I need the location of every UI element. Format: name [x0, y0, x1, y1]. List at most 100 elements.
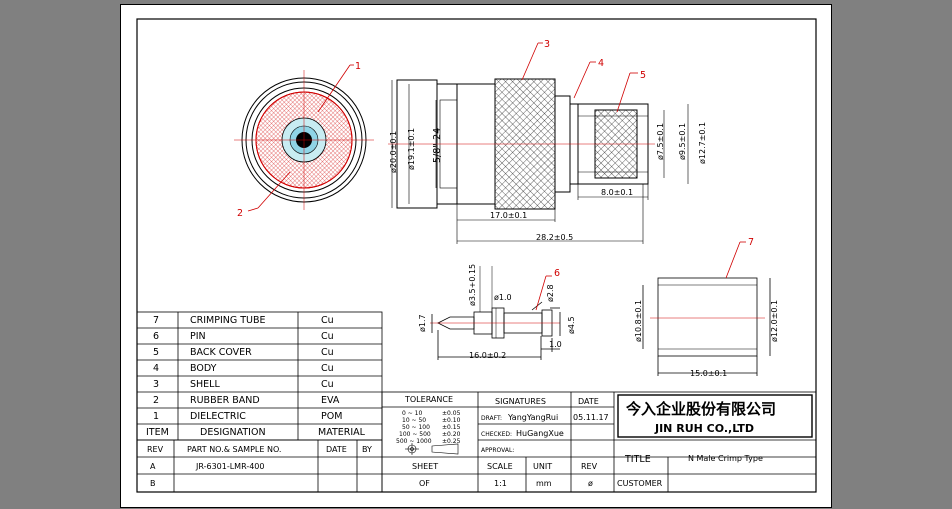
bom-item: 4	[153, 363, 159, 374]
dim-l1: 1.0	[549, 340, 562, 349]
bom-material: Cu	[321, 331, 334, 342]
bom-name: RUBBER BAND	[190, 395, 260, 406]
bom-material: EVA	[321, 395, 340, 406]
dim-d120: ø12.0±0.1	[770, 300, 779, 342]
unit-label: UNIT	[533, 462, 552, 471]
draft-label: DRAFT:	[481, 415, 502, 422]
dim-l8: 8.0±0.1	[601, 188, 633, 197]
dim-d28: ø2.8	[546, 284, 555, 302]
tolerance-rows: 0 ~ 10 ±0.05 10 ~ 50 ±0.10 50 ~ 100 ±0.1…	[396, 410, 461, 445]
dim-thread: 5/8"-24	[432, 128, 443, 163]
dim-d10: ø1.0	[494, 293, 512, 302]
balloon-6: 6	[554, 268, 560, 279]
rev-header-part: PART NO.& SAMPLE NO.	[187, 445, 281, 454]
dim-l282: 28.2±0.5	[536, 233, 573, 242]
balloon-3: 3	[544, 39, 550, 50]
bom-material: Cu	[321, 315, 334, 326]
date-label: DATE	[578, 397, 599, 406]
tol-val: ±0.10	[442, 417, 461, 424]
tolerance-label: TOLERANCE	[404, 395, 453, 404]
dim-d75: ø7.5±0.1	[656, 123, 665, 160]
balloon-2: 2	[237, 208, 243, 219]
bom-name: SHELL	[190, 379, 220, 390]
company-box	[617, 394, 813, 438]
tol-val: ±0.15	[442, 424, 461, 431]
dim-d20: ø20.0±0.1	[389, 131, 398, 173]
bom-item: 7	[153, 315, 159, 326]
company-name-cn: 今入企业股份有限公司	[625, 400, 776, 418]
side-view	[388, 78, 655, 210]
tol-range: 10 ~ 50	[402, 417, 426, 424]
dim-d108: ø10.8±0.1	[634, 300, 643, 342]
customer-label: CUSTOMER	[617, 479, 663, 488]
title-value: N Male Crimp Type	[688, 454, 763, 463]
dim-d45: ø4.5	[567, 316, 576, 334]
end-view	[234, 70, 374, 210]
rev-row-b: B	[150, 479, 156, 488]
crimp-tube-view	[642, 277, 771, 376]
company-name-en: JIN RUH CO.,LTD	[654, 422, 754, 435]
balloon-1: 1	[355, 61, 361, 72]
bom-material: Cu	[321, 379, 334, 390]
rev-header: REV	[147, 445, 164, 454]
bom-item: 5	[153, 347, 159, 358]
bom-name: BODY	[190, 363, 217, 374]
balloon-5: 5	[640, 70, 646, 81]
dim-d19: ø19.1±0.1	[407, 128, 416, 170]
drawing-date: 05.11.17	[573, 413, 609, 422]
projection-symbol	[405, 443, 459, 455]
pin-view	[430, 266, 561, 360]
balloon-4: 4	[598, 58, 604, 69]
bom-table	[136, 311, 383, 441]
dim-d17: ø1.7	[418, 314, 427, 332]
bom-item: 3	[153, 379, 159, 390]
bom-header-material: MATERIAL	[318, 427, 366, 438]
dim-l150: 15.0±0.1	[690, 369, 727, 378]
tol-val: ±0.25	[442, 438, 461, 445]
unit-value: mm	[536, 479, 552, 488]
dim-d95: ø9.5±0.1	[678, 123, 687, 160]
tol-val: ±0.20	[442, 431, 461, 438]
bom-rows: 7 CRIMPING TUBE Cu 6 PIN Cu 5 BACK COVER…	[146, 315, 366, 438]
approval-label: APPROVAL:	[481, 447, 514, 454]
bom-header-designation: DESIGNATION	[200, 427, 266, 438]
bom-item: 1	[153, 411, 159, 422]
checked-label: CHECKED:	[481, 431, 512, 438]
draft-name: YangYangRui	[507, 413, 558, 422]
title-block	[381, 391, 817, 493]
balloon-7: 7	[748, 237, 754, 248]
tol-range: 0 ~ 10	[402, 410, 422, 417]
dim-l17: 17.0±0.1	[490, 211, 527, 220]
rev-label: REV	[581, 462, 598, 471]
sheet-value: OF	[419, 479, 430, 488]
bom-material: Cu	[321, 347, 334, 358]
rev-header-by: BY	[362, 445, 372, 454]
checked-name: HuGangXue	[516, 429, 564, 438]
tol-range: 500 ~ 1000	[396, 438, 432, 445]
dim-d127: ø12.7±0.1	[698, 122, 707, 164]
dim-d35: ø3.5+0.15	[468, 264, 477, 306]
bom-material: Cu	[321, 363, 334, 374]
title-label: TITLE	[624, 454, 651, 465]
bom-item: 6	[153, 331, 159, 342]
signatures-label: SIGNATURES	[495, 397, 546, 406]
bom-header-item: ITEM	[146, 427, 169, 438]
rev-header-date: DATE	[326, 445, 347, 454]
tol-val: ±0.05	[442, 410, 461, 417]
dim-l160: 16.0±0.2	[469, 351, 506, 360]
rev-row-a-part: JR-6301-LMR-400	[195, 462, 264, 471]
scale-value: 1:1	[494, 479, 507, 488]
sheet-label: SHEET	[412, 462, 438, 471]
bom-name: DIELECTRIC	[190, 411, 246, 422]
bom-name: BACK COVER	[190, 347, 252, 358]
rev-value: ø	[588, 479, 593, 488]
bom-item: 2	[153, 395, 159, 406]
bom-material: POM	[321, 411, 342, 422]
rev-row-a: A	[150, 462, 156, 471]
tol-range: 50 ~ 100	[402, 424, 430, 431]
tol-range: 100 ~ 500	[399, 431, 431, 438]
scale-label: SCALE	[487, 462, 513, 471]
bom-name: CRIMPING TUBE	[190, 315, 266, 326]
bom-name: PIN	[190, 331, 206, 342]
